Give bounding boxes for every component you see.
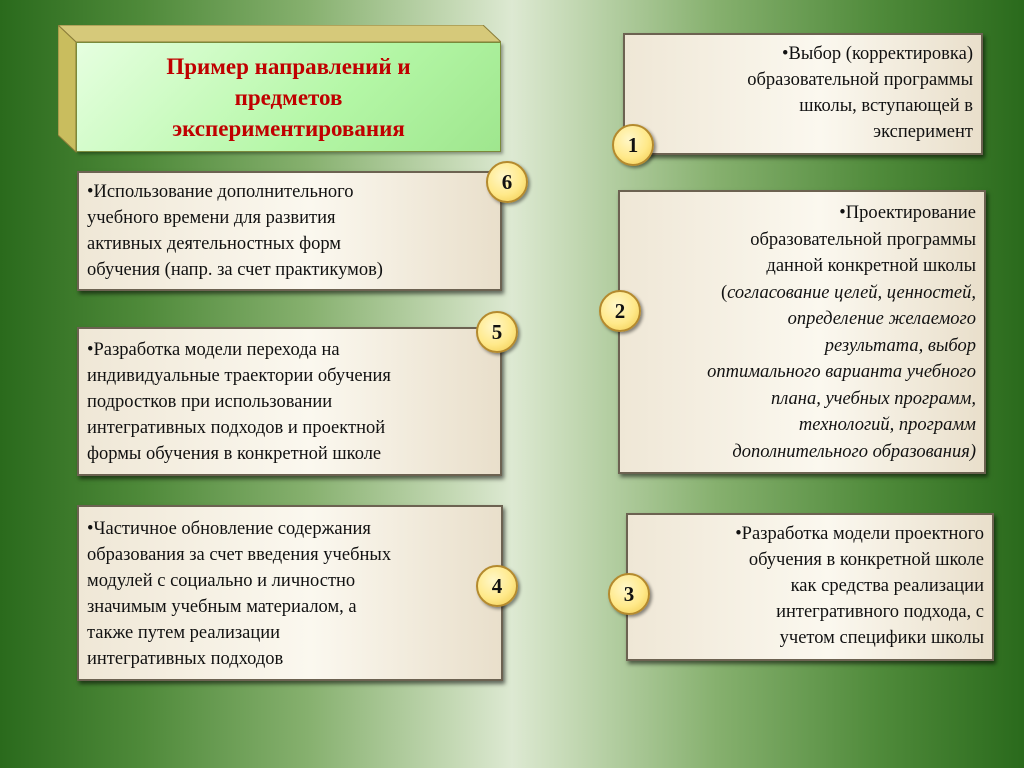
- item-2-line-3: данной конкретной школы: [766, 256, 976, 276]
- item-6-line-1: •Использование дополнительного: [87, 182, 354, 202]
- item-4-line-6: интегративных подходов: [87, 649, 284, 669]
- item-2-line-1: •Проектирование: [839, 203, 976, 223]
- title-line-3: экспериментирования: [172, 115, 405, 141]
- item-2-italic-line-3: результата, выбор: [824, 335, 976, 356]
- item-3-line-2: обучения в конкретной школе: [748, 550, 984, 570]
- item-box-1: •Выбор (корректировка) образовательной п…: [623, 33, 983, 155]
- item-2-italic-line-2: определение желаемого: [787, 309, 976, 329]
- item-4-line-2: образования за счет введения учебных: [87, 545, 392, 565]
- number-badge-1: 1: [612, 124, 654, 166]
- item-5-line-5: формы обучения в конкретной школе: [87, 444, 382, 464]
- number-badge-6: 6: [486, 161, 528, 203]
- title-line-1: Пример направлений и: [166, 53, 411, 79]
- item-2-italic-line-4: оптимального варианта учебного: [707, 362, 976, 382]
- item-3-line-1: •Разработка модели проектного: [735, 524, 984, 544]
- title-line-2: предметов: [234, 84, 343, 110]
- item-4-line-1: •Частичное обновление содержания: [87, 519, 371, 539]
- item-2-line-4: (согласование целей, ценностей,: [628, 280, 976, 307]
- item-box-6: •Использование дополнительного учебного …: [77, 171, 502, 291]
- item-1-line-2: образовательной программы: [747, 70, 973, 90]
- item-box-5: •Разработка модели перехода на индивидуа…: [77, 327, 502, 476]
- item-2-italic-line-6: технологий, программ: [798, 415, 976, 435]
- item-3-line-5: учетом специфики школы: [779, 628, 984, 648]
- item-1-line-1: •Выбор (корректировка): [782, 44, 973, 64]
- item-4-line-5: также путем реализации: [87, 623, 281, 643]
- item-2-italic-line-1: согласование целей, ценностей,: [727, 282, 976, 303]
- item-1-line-4: эксперимент: [873, 122, 973, 142]
- slide-title: Пример направлений и предметов экспериме…: [76, 42, 501, 152]
- item-5-line-4: интегративных подходов и проектной: [87, 418, 386, 438]
- item-3-line-3: как средства реализации: [790, 576, 984, 596]
- item-4-line-4: значимым учебным материалом, а: [87, 597, 357, 617]
- item-4-line-3: модулей с социально и личностно: [87, 571, 356, 591]
- item-1-line-3: школы, вступающей в: [799, 96, 973, 116]
- item-5-line-3: подростков при использовании: [87, 392, 333, 412]
- item-2-italic-line-5: плана, учебных программ,: [770, 388, 976, 409]
- item-5-line-2: индивидуальные траектории обучения: [87, 366, 391, 386]
- number-badge-5: 5: [476, 311, 518, 353]
- item-box-4: •Частичное обновление содержания образов…: [77, 505, 503, 681]
- item-6-line-2: учебного времени для развития: [87, 208, 336, 228]
- item-6-line-4: обучения (напр. за счет практикумов): [87, 260, 383, 280]
- item-3-line-4: интегративного подхода, с: [776, 602, 984, 622]
- number-badge-3: 3: [608, 573, 650, 615]
- item-box-2: •Проектирование образовательной программ…: [618, 190, 986, 474]
- number-badge-2: 2: [599, 290, 641, 332]
- item-2-italic-line-7: дополнительного образования): [732, 441, 976, 462]
- item-6-line-3: активных деятельностных форм: [87, 234, 342, 254]
- item-5-line-1: •Разработка модели перехода на: [87, 340, 340, 360]
- item-2-line-2: образовательной программы: [750, 229, 976, 250]
- title-bevel: [58, 25, 501, 153]
- item-box-3: •Разработка модели проектного обучения в…: [626, 513, 994, 661]
- number-badge-4: 4: [476, 565, 518, 607]
- item-2-paren-open: (: [721, 282, 728, 303]
